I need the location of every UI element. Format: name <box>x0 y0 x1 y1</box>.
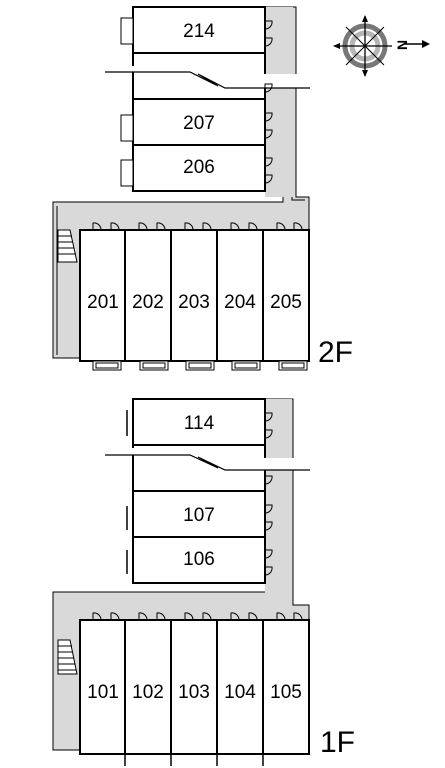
stair-1f <box>57 639 78 675</box>
unit-label-207: 207 <box>183 113 215 134</box>
row-units-2f <box>79 229 310 362</box>
floor-2f: 214 207 206 201 202 203 204 205 2F <box>52 6 353 371</box>
unit-106 <box>132 536 266 584</box>
unit-label-105: 105 <box>270 682 302 703</box>
unit-label-206: 206 <box>183 157 215 178</box>
unit-label-101: 101 <box>87 682 119 703</box>
floor-label-1f: 1F <box>320 726 355 759</box>
compass-icon: N <box>333 15 430 77</box>
compass-north-label: N <box>394 40 410 50</box>
unit-107 <box>132 490 266 538</box>
row-units-1f <box>79 619 310 755</box>
unit-label-205: 205 <box>270 292 302 313</box>
unit-114 <box>132 398 266 446</box>
unit-label-103: 103 <box>178 682 210 703</box>
unit-label-107: 107 <box>183 505 215 526</box>
unit-label-202: 202 <box>132 292 164 313</box>
unit-label-114: 114 <box>184 413 215 434</box>
unit-label-104: 104 <box>224 682 256 703</box>
unit-214 <box>132 6 266 54</box>
unit-label-102: 102 <box>132 682 164 703</box>
unit-label-106: 106 <box>183 549 215 570</box>
unit-label-203: 203 <box>178 292 210 313</box>
floor-1f: 114 107 106 101 102 103 104 105 1F <box>52 398 355 766</box>
floor-label-2f: 2F <box>318 336 353 369</box>
unit-label-204: 204 <box>224 292 256 313</box>
unit-label-201: 201 <box>87 292 119 313</box>
stair-2f <box>57 229 78 263</box>
unit-label-214: 214 <box>183 21 215 42</box>
